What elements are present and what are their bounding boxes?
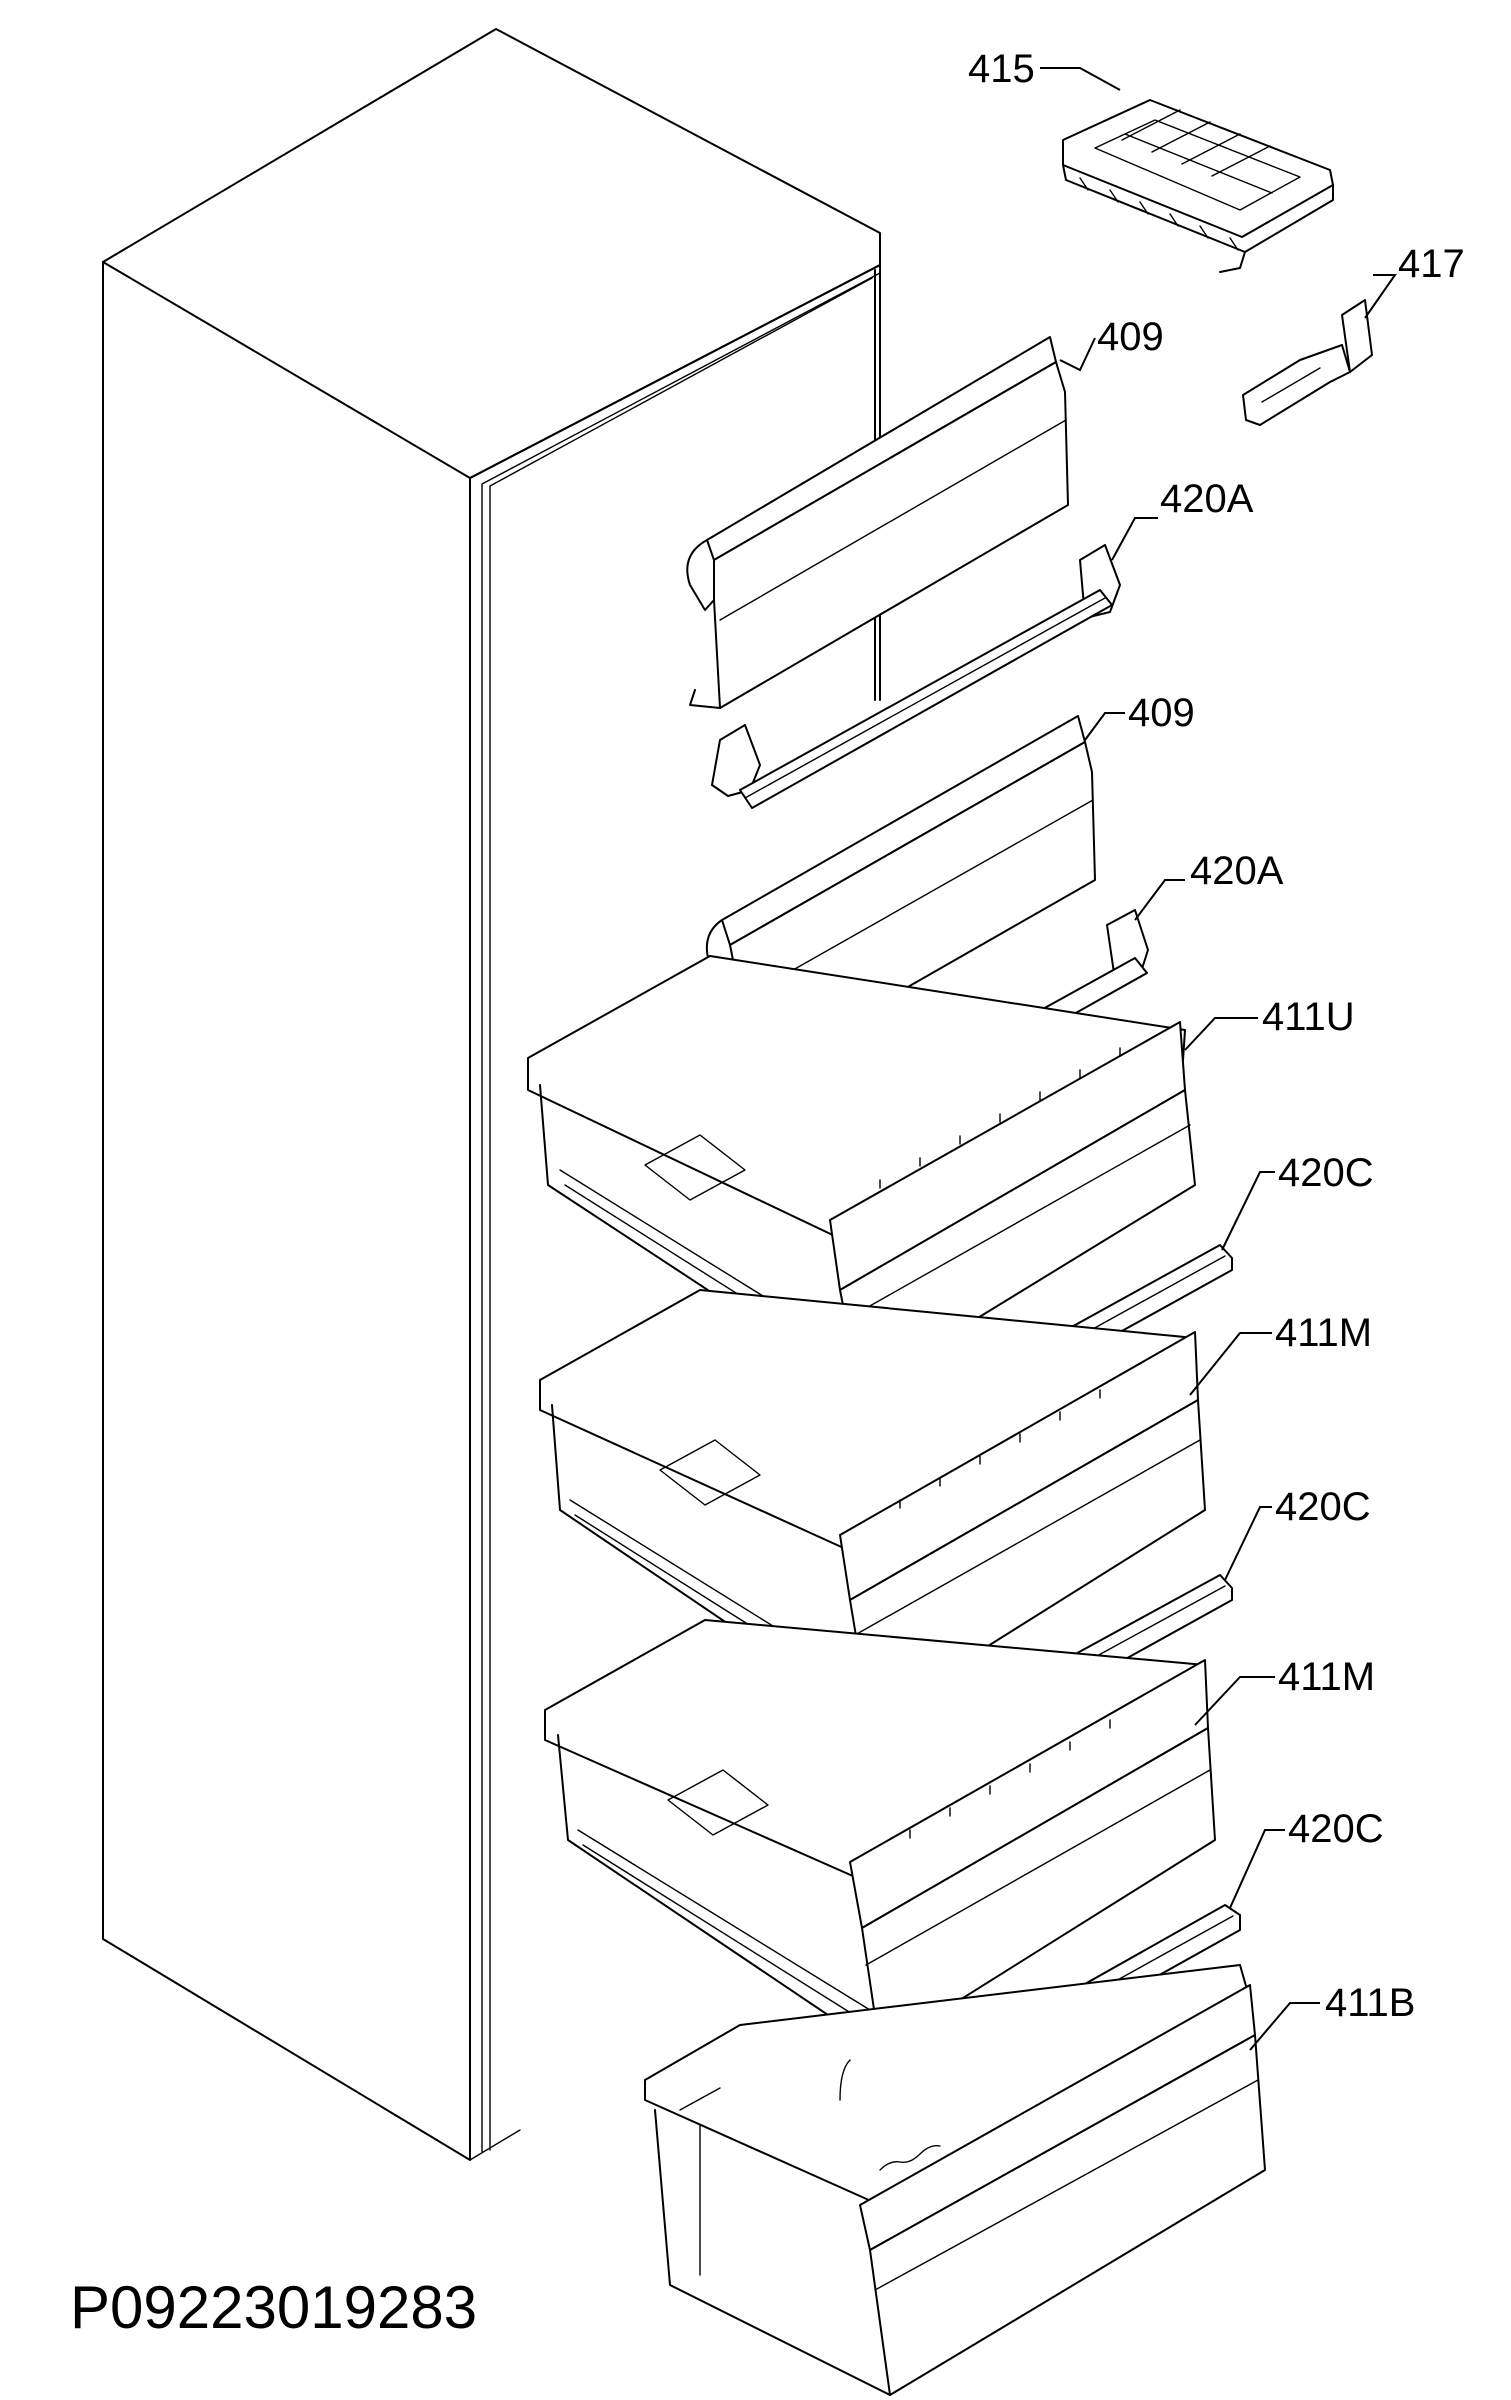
leader-lines xyxy=(1040,67,1397,2051)
door-flap-409-upper xyxy=(686,336,1069,709)
label-417: 417 xyxy=(1398,242,1465,286)
label-420a-lower: 420A xyxy=(1190,849,1284,893)
diagram-code: P09223019283 xyxy=(70,2274,477,2341)
label-409-lower: 409 xyxy=(1128,691,1195,735)
label-420c-2: 420C xyxy=(1275,1485,1371,1529)
label-411m-upper: 411M xyxy=(1275,1311,1372,1355)
label-411m-lower: 411M xyxy=(1278,1655,1375,1699)
drawer-411b xyxy=(644,1964,1266,2396)
ice-scoop xyxy=(1242,299,1373,426)
drawer-411m-lower xyxy=(544,1619,1216,2051)
label-411u: 411U xyxy=(1262,995,1355,1039)
label-420a-upper: 420A xyxy=(1160,477,1254,521)
freezer-cabinet xyxy=(102,28,881,2161)
ice-cube-tray xyxy=(1062,99,1334,273)
label-420c-1: 420C xyxy=(1278,1151,1374,1195)
label-411b: 411B xyxy=(1325,1981,1415,2025)
hinge-rail-420a-upper xyxy=(711,544,1121,809)
label-415: 415 xyxy=(968,47,1035,91)
part-labels: 415 417 409 420A 409 420A 411U 420C 411M… xyxy=(968,47,1465,2025)
label-409-upper: 409 xyxy=(1097,315,1164,359)
drawer-411m-upper xyxy=(539,1289,1206,1721)
label-420c-3: 420C xyxy=(1288,1807,1384,1851)
